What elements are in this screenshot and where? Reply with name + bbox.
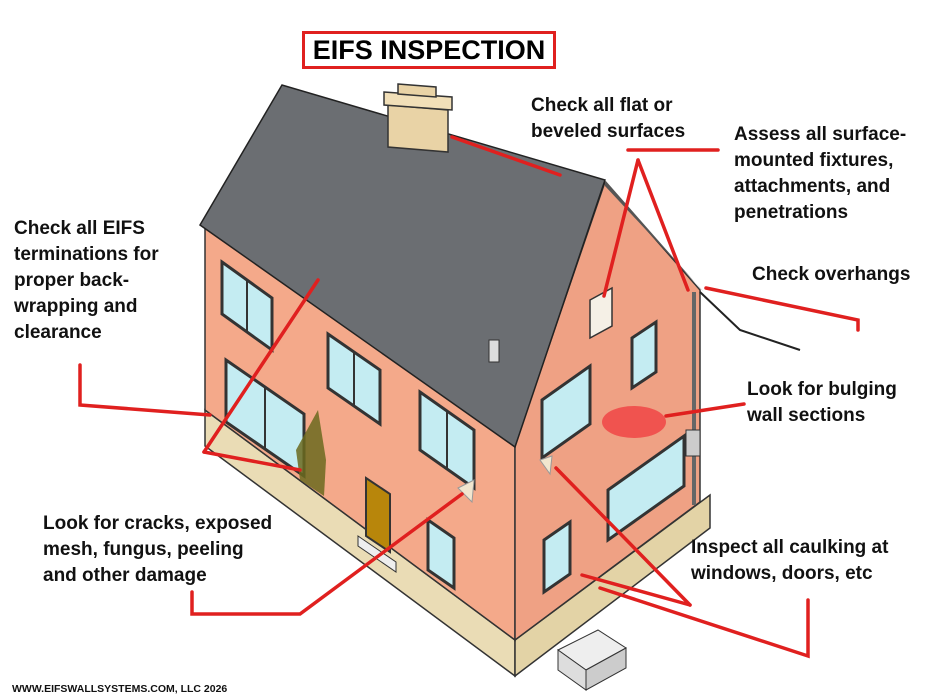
label-caulking: Inspect all caulking at windows, doors, …: [691, 537, 889, 584]
meter: [685, 429, 701, 457]
service-wire: [699, 291, 801, 351]
pointer-lines: [78, 135, 860, 659]
roof-vent: [488, 339, 500, 363]
label-terminations: Check all EIFS terminations for proper b…: [14, 218, 159, 343]
front-door: [365, 476, 391, 554]
chimney: [383, 83, 453, 153]
caulk-patch: [539, 455, 553, 476]
window-mullions: [246, 280, 448, 469]
label-overhangs: Check overhangs: [752, 264, 911, 285]
footer-copyright: WWW.EIFSWALLSYSTEMS.COM, LLC 2026: [12, 683, 228, 695]
label-fixtures: Assess all surface- mounted fixtures, at…: [734, 124, 907, 223]
label-bulging: Look for bulging wall sections: [747, 379, 897, 426]
page-title: EIFS INSPECTION: [302, 31, 556, 69]
peeling-patch: [457, 479, 475, 504]
bulging-area: [602, 406, 666, 438]
label-cracks: Look for cracks, exposed mesh, fungus, p…: [43, 513, 273, 586]
label-flat-surfaces: Check all flat or beveled surfaces: [531, 95, 686, 142]
side-windows: [540, 319, 686, 595]
ac-unit: [557, 629, 627, 691]
fungus-damage: [296, 410, 326, 496]
